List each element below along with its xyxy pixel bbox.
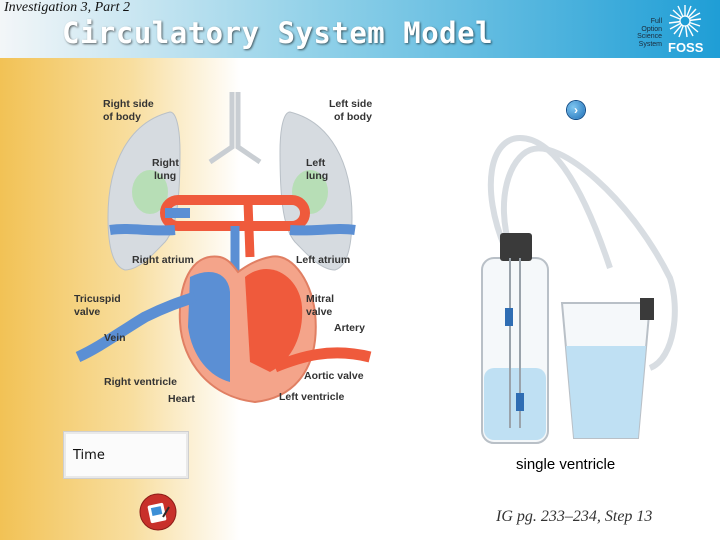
circulatory-diagram: Right side of body Left side of body Rig… bbox=[74, 92, 372, 405]
label-right-ventricle: Right ventricle bbox=[104, 376, 177, 388]
foss-brand: FOSS bbox=[668, 40, 704, 55]
next-button[interactable]: › bbox=[567, 101, 585, 119]
label-right-side-2: of body bbox=[103, 111, 141, 123]
label-left-side: Left side bbox=[329, 98, 372, 110]
label-right-atrium: Right atrium bbox=[132, 254, 194, 266]
label-heart: Heart bbox=[168, 393, 195, 405]
title-bar: Investigation 3, Part 2 Circulatory Syst… bbox=[0, 0, 720, 58]
label-left-side-2: of body bbox=[334, 111, 372, 123]
foss-sunburst-icon bbox=[668, 5, 702, 38]
label-left-ventricle: Left ventricle bbox=[279, 391, 345, 403]
guide-reference: IG pg. 233–234, Step 13 bbox=[496, 508, 653, 525]
label-left-lung: Left bbox=[306, 157, 326, 169]
foss-tagline: Full Option Science System bbox=[637, 18, 662, 48]
label-artery: Artery bbox=[334, 322, 365, 334]
label-tricuspid-2: valve bbox=[74, 306, 100, 318]
label-right-side: Right side bbox=[103, 98, 154, 110]
investigation-subtitle: Investigation 3, Part 2 bbox=[4, 0, 130, 15]
page-title: Circulatory System Model bbox=[62, 16, 494, 50]
label-left-atrium: Left atrium bbox=[296, 254, 350, 266]
label-aortic-valve: Aortic valve bbox=[304, 370, 364, 382]
next-arrow-icon: › bbox=[574, 103, 578, 117]
label-mitral: Mitral bbox=[306, 293, 334, 305]
label-mitral-2: valve bbox=[306, 306, 332, 318]
label-vein: Vein bbox=[104, 332, 126, 344]
model-caption: single ventricle bbox=[516, 456, 616, 473]
label-right-lung: Right bbox=[152, 157, 179, 169]
single-ventricle-model bbox=[481, 134, 678, 444]
label-left-lung-2: lung bbox=[306, 170, 328, 182]
label-tricuspid: Tricuspid bbox=[74, 293, 121, 305]
label-right-lung-2: lung bbox=[154, 170, 176, 182]
notebook-icon[interactable] bbox=[139, 493, 177, 531]
timer-label: Time bbox=[73, 448, 105, 463]
timer-panel: Time bbox=[63, 431, 189, 479]
